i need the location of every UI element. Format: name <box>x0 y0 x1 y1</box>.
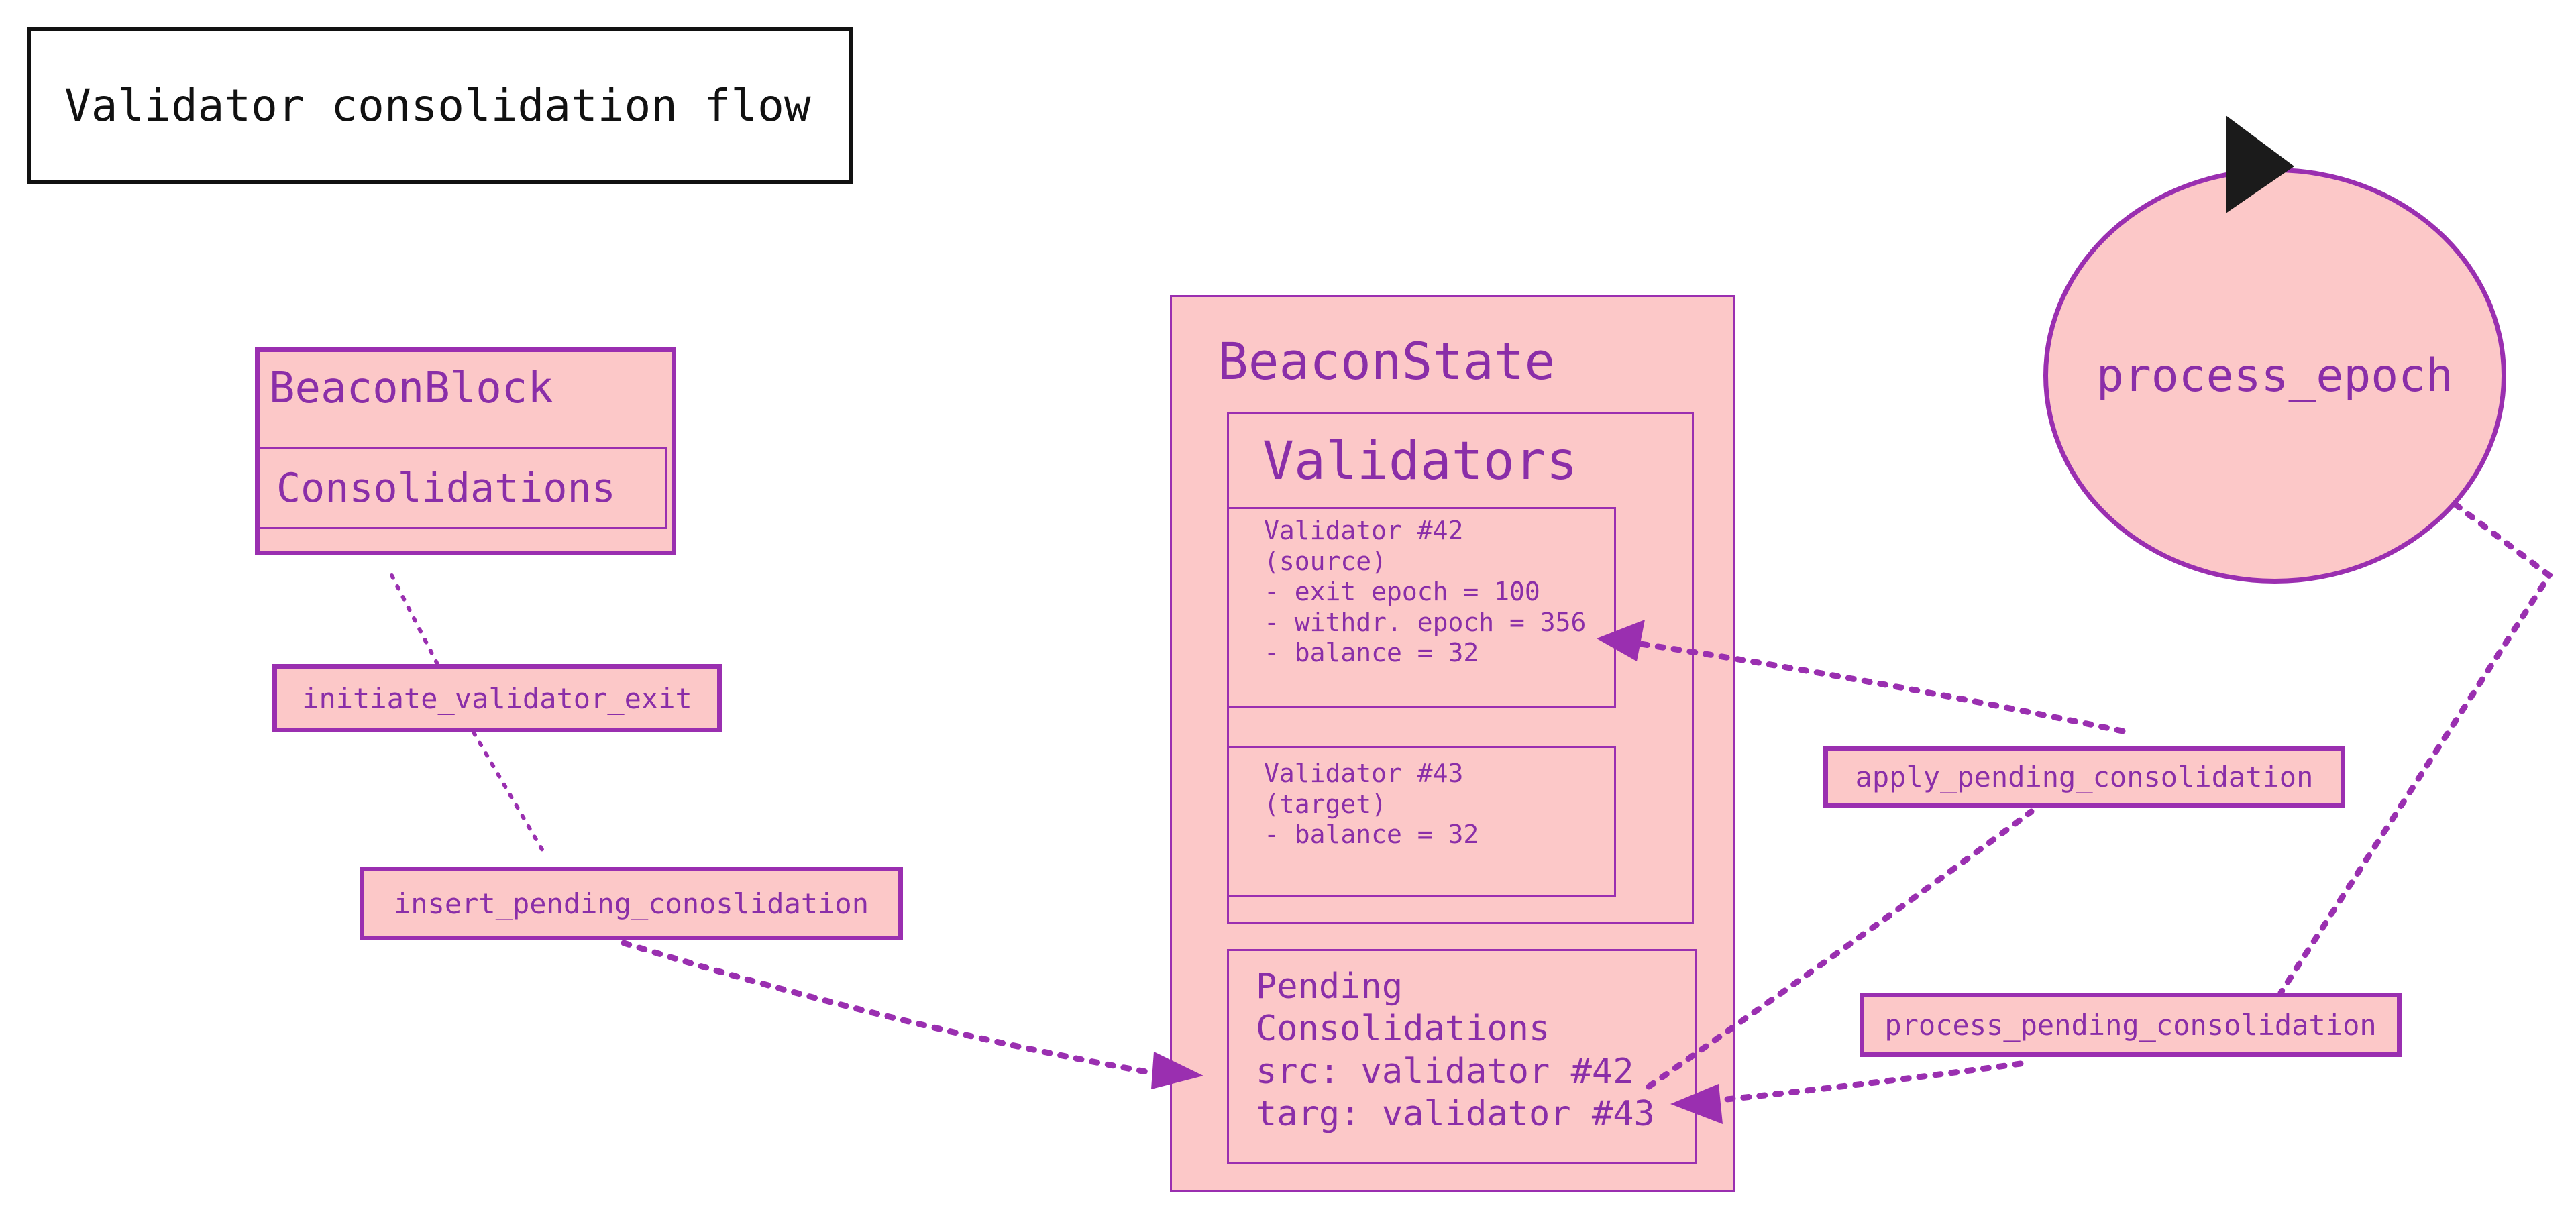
edge-label-initiate-validator-exit: initiate_validator_exit <box>272 664 722 732</box>
edge-exit-to-insert <box>472 730 545 854</box>
insert-pending-text: insert_pending_conoslidation <box>393 887 869 920</box>
beacon-block-title: BeaconBlock <box>269 364 553 413</box>
beacon-state-title: BeaconState <box>1218 331 1556 391</box>
edge-label-insert-pending: insert_pending_conoslidation <box>360 867 903 940</box>
title-box: Validator consolidation flow <box>27 27 853 184</box>
validators-title: Validators <box>1263 431 1578 492</box>
process-epoch-node: process_epoch <box>2043 168 2506 584</box>
pending-consolidations-text: Pending Consolidations src: validator #4… <box>1256 966 1655 1135</box>
edge-pending-to-apply <box>1646 808 2035 1090</box>
validator-42-text: Validator #42 (source) - exit epoch = 10… <box>1264 516 1587 668</box>
edge-label-apply-pending: apply_pending_consolidation <box>1823 746 2345 808</box>
edge-block-to-exit <box>390 573 439 666</box>
process-pending-text: process_pending_consolidation <box>1884 1008 2377 1042</box>
beacon-state-node: BeaconState Validators Validator #42 (so… <box>1170 295 1735 1192</box>
pending-consolidations-node: Pending Consolidations src: validator #4… <box>1227 949 1697 1164</box>
edge-apply-to-validator42 <box>1628 639 2126 734</box>
validators-node: Validators Validator #42 (source) - exit… <box>1227 412 1694 924</box>
initiate-validator-exit-text: initiate_validator_exit <box>302 681 692 715</box>
validator-43-node: Validator #43 (target) - balance = 32 <box>1227 746 1616 897</box>
edge-label-process-pending: process_pending_consolidation <box>1860 993 2402 1057</box>
edge-epoch-to-process-pending <box>2277 501 2554 996</box>
diagram-title: Validator consolidation flow <box>64 79 811 131</box>
consolidations-label: Consolidations <box>276 465 616 512</box>
beacon-block-node: BeaconBlock Consolidations <box>255 347 676 555</box>
validator-42-node: Validator #42 (source) - exit epoch = 10… <box>1227 507 1616 708</box>
process-epoch-label: process_epoch <box>2096 349 2454 402</box>
edge-insert-to-pending <box>621 940 1157 1076</box>
apply-pending-text: apply_pending_consolidation <box>1855 760 2314 793</box>
edge-process-to-pending <box>1717 1060 2024 1103</box>
validator-43-text: Validator #43 (target) - balance = 32 <box>1264 759 1479 850</box>
consolidations-node: Consolidations <box>258 447 667 529</box>
